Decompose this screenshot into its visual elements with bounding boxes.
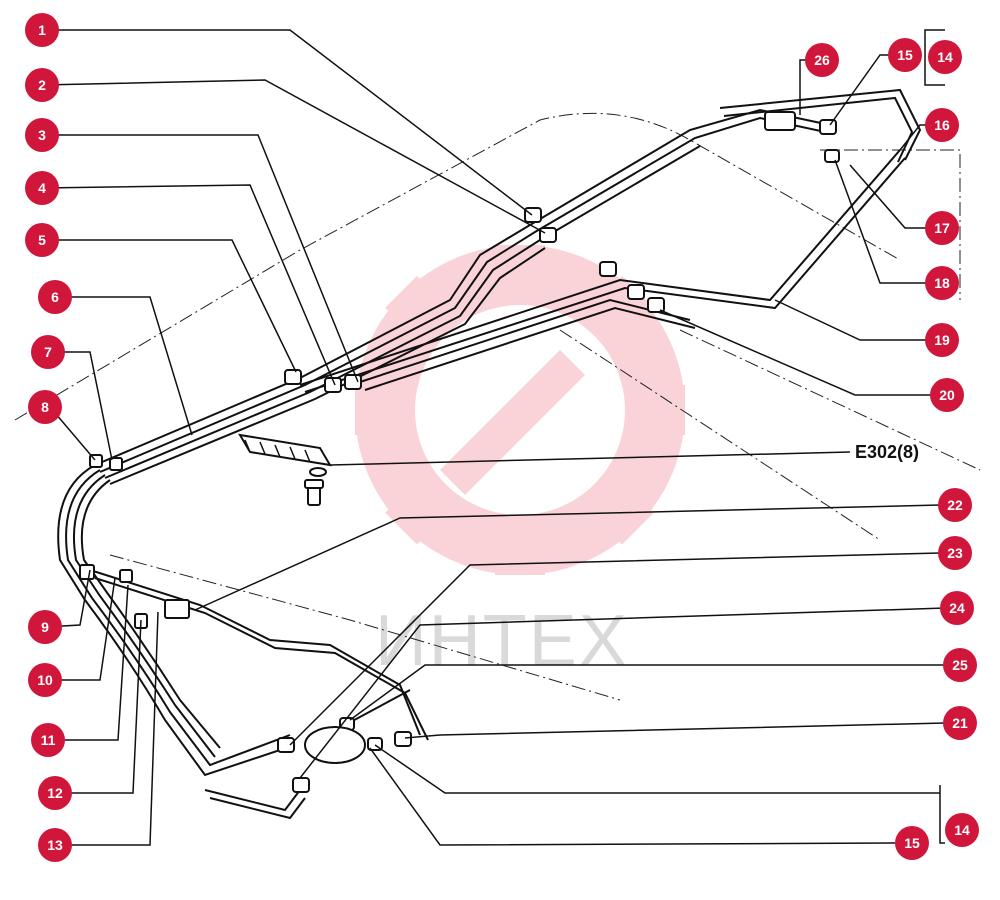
callout-label: 6 [51, 289, 59, 305]
callout-label: 5 [38, 232, 46, 248]
clamp-rail [238, 433, 332, 506]
callout-circle-25 [943, 648, 977, 682]
callout-circle-7 [31, 335, 65, 369]
callout-circle-22 [938, 488, 972, 522]
callout-circle-13 [38, 828, 72, 862]
callout-circle-6 [38, 280, 72, 314]
callout-label: 23 [947, 545, 963, 561]
callout-circle-12 [38, 776, 72, 810]
callout-circle-1 [25, 13, 59, 47]
callout-label: 18 [934, 275, 950, 291]
callout-label: 12 [47, 785, 63, 801]
callout-circle-15-top [888, 38, 922, 72]
callout-label: 8 [41, 399, 49, 415]
reference-code: E302(8) [855, 442, 919, 462]
callout-circle-3 [25, 118, 59, 152]
callout-circle-24 [940, 591, 974, 625]
callout-circle-8 [28, 390, 62, 424]
callout-label: 13 [47, 837, 63, 853]
callout-circle-14-top [928, 40, 962, 74]
callout-label: 25 [952, 657, 968, 673]
callout-label: 16 [934, 117, 950, 133]
callout-labels: 1 2 3 4 5 6 7 8 9 10 11 12 13 14 15 26 1… [37, 22, 970, 853]
callout-circle-21 [943, 706, 977, 740]
machine-outline [14, 112, 981, 701]
callout-circle-23 [938, 536, 972, 570]
callout-label: 11 [41, 732, 56, 748]
callout-label: 24 [949, 600, 965, 616]
callout-label: 3 [38, 127, 46, 143]
callout-label: 19 [934, 332, 950, 348]
watermark-gear-logo [355, 245, 685, 575]
callout-label: 22 [947, 497, 963, 513]
callout-label: 26 [814, 52, 830, 68]
callout-label: 4 [38, 180, 46, 196]
callout-circle-10 [28, 663, 62, 697]
callout-circle-14-bottom [945, 813, 979, 847]
callout-circles [25, 13, 979, 862]
callout-circle-2 [25, 68, 59, 102]
callout-circle-11 [31, 723, 65, 757]
watermark-text: ИНТЕХ [375, 601, 629, 681]
callout-label: 20 [939, 387, 955, 403]
callout-label: 14 [937, 49, 953, 65]
callout-circle-4 [25, 171, 59, 205]
callout-circle-17 [925, 211, 959, 245]
callout-circle-16 [925, 108, 959, 142]
callout-circle-19 [925, 323, 959, 357]
callout-label: 15 [904, 835, 920, 851]
callout-label: 7 [44, 344, 52, 360]
callout-circle-26 [805, 43, 839, 77]
callout-label: 17 [934, 220, 950, 236]
callout-circle-18 [925, 266, 959, 300]
callout-label: 21 [952, 715, 968, 731]
pipe-fittings [79, 111, 840, 793]
callout-label: 1 [38, 22, 46, 38]
callout-circle-5 [25, 223, 59, 257]
callout-circle-9 [28, 610, 62, 644]
callout-label: 10 [37, 672, 53, 688]
callout-circle-15-bottom [895, 826, 929, 860]
callout-label: 2 [38, 77, 46, 93]
callout-label: 15 [897, 47, 913, 63]
callout-label: 9 [41, 619, 49, 635]
callout-circle-20 [930, 378, 964, 412]
callout-label: 14 [954, 822, 970, 838]
